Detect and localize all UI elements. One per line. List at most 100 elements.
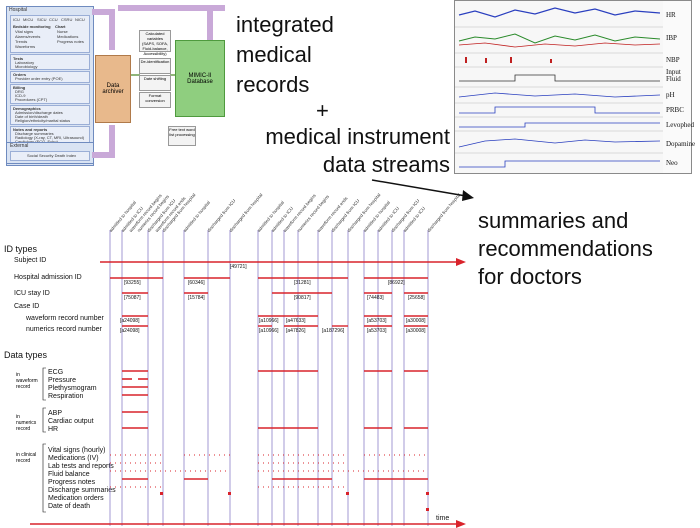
dopamine-trace — [458, 138, 661, 148]
tests-title: Tests — [13, 56, 24, 61]
row-abp: ABP — [48, 410, 63, 417]
chart-item: Nurse — [57, 29, 68, 34]
trace-label-ibp: IBP — [666, 34, 677, 42]
trace-label-input-fluid: Input Fluid — [666, 68, 681, 83]
billing-title: Billing — [13, 85, 26, 90]
input-fluid-trace — [459, 74, 660, 82]
numerics-id-value: [a24098] — [120, 328, 140, 334]
external-label: External — [10, 143, 29, 149]
icu-label: ICU — [13, 17, 20, 22]
neo-trace — [459, 160, 660, 168]
orders-box: Orders Provider order entry (POE) — [10, 71, 90, 83]
row-vital-signs: Vital signs (hourly) — [48, 447, 106, 454]
icu-tab-2: SICU — [37, 17, 47, 22]
bedside-item: Vital signs — [15, 29, 34, 34]
billing-item: Procedures (CPT) — [15, 97, 48, 102]
demographics-item: Date of birth/death — [15, 114, 48, 119]
ssdi-box: Social Security Death Index — [10, 151, 90, 161]
architecture-arrows — [92, 5, 225, 158]
notes-item: Radiology (X-ray, CT, MRI, Ultrasound) — [15, 135, 85, 140]
headline-plus: + — [316, 98, 329, 123]
icu-id-value: [25658] — [408, 295, 425, 301]
ph-trace — [458, 92, 661, 98]
trace-label-neo: Neo — [666, 159, 678, 167]
headline-line-3: records — [236, 72, 310, 97]
tests-item: Laboratory — [15, 60, 35, 65]
arrow-head-icon — [462, 190, 474, 201]
waveform-id-value: [a47633] — [286, 318, 306, 324]
icu-id-value: [75087] — [124, 295, 141, 301]
row-medications: Medications (IV) — [48, 455, 99, 462]
numerics-id-value: [a47826] — [286, 328, 306, 334]
waveform-id-value: [a24098] — [120, 318, 140, 324]
bedside-item: Trends — [15, 39, 28, 44]
demographics-title: Demographics — [13, 106, 41, 111]
headline-line-5: data streams — [322, 152, 450, 177]
arrow-head-icon — [456, 258, 466, 266]
trace-label-hr: HR — [666, 11, 676, 19]
row-respiration: Respiration — [48, 393, 84, 400]
waveform-id-value: [a10966] — [259, 318, 279, 324]
row-fluid-balance: Fluid balance — [48, 471, 90, 478]
data-archiver-box: Data archiver — [95, 55, 131, 123]
waveform-data-bars — [122, 370, 428, 396]
summary-line-3: for doctors — [478, 264, 582, 289]
group-numerics: in numerics record — [16, 414, 37, 432]
bedside-item: Waveforms — [15, 44, 36, 49]
icu-tab-4: CSRU — [61, 17, 73, 22]
event-lines — [109, 230, 429, 526]
summary-line-1: summaries and — [478, 208, 629, 233]
icu-tab-1: MICU — [23, 17, 34, 22]
demographics-item: Religion/ethnicity/marital status — [15, 118, 71, 123]
instrument-traces — [455, 1, 663, 173]
hadm-id-value: [93255] — [124, 280, 141, 286]
row-date-of-death: Date of death — [48, 503, 91, 510]
section-data-types: Data types — [4, 350, 48, 360]
trace-label-levophed: Levophed — [666, 121, 694, 129]
row-cardiac-output: Cardiac output — [48, 418, 94, 425]
notes-item: Cardiology (ECG, Echo) — [15, 139, 58, 144]
chart-title: Chart — [55, 24, 66, 29]
clinical-markers — [160, 492, 429, 511]
process-box: Format conversion — [139, 92, 171, 108]
chart-item: Medications — [57, 34, 79, 39]
process-box: De-identification — [139, 58, 171, 74]
hadm-id-value: [60346] — [188, 280, 205, 286]
arrow-icon — [92, 9, 115, 50]
icu-id-value: [74483] — [367, 295, 384, 301]
row-plethysmogram: Plethysmogram — [48, 385, 97, 392]
billing-item: DRG — [15, 89, 24, 94]
levophed-trace — [459, 122, 660, 128]
bedside-title: Bedside monitoring — [13, 24, 51, 29]
row-hr: HR — [48, 426, 59, 433]
numerics-id-value: [a187296] — [322, 328, 345, 334]
group-waveform: in waveform record — [16, 372, 38, 390]
icu-tab-3: CCU — [49, 17, 58, 22]
numerics-id-value: [a10966] — [259, 328, 279, 334]
waveform-id-value: [a30008] — [406, 318, 426, 324]
icu-tab-5: NICU — [75, 17, 85, 22]
billing-box: Billing DRG ICD-9 Procedures (CPT) — [10, 84, 90, 104]
headline-line-2: medical — [236, 42, 312, 67]
group-clinical: in clinical record — [16, 452, 37, 464]
row-numerics-record: numerics record number — [26, 326, 102, 333]
demographics-box: Demographics Admission/discharge dates D… — [10, 105, 90, 125]
hospital-label: Hospital — [9, 7, 28, 13]
arrow-icon — [92, 125, 115, 158]
row-subject-id: Subject ID — [14, 257, 47, 264]
instrument-strip: HR IBP NBP Input Fluid pH PRBC Levophed … — [454, 0, 695, 174]
tests-item: Microbiology — [15, 64, 38, 69]
prbc-trace — [459, 106, 660, 114]
hospital-panel: Hospital ICU MICU SICU CCU CSRU NICU Bed… — [6, 6, 94, 166]
ssdi-label: Social Security Death Index — [27, 153, 77, 158]
row-progress-notes: Progress notes — [48, 479, 96, 486]
mimic-database-box: MIMIC-II Database — [175, 40, 225, 117]
process-box: Date shifting — [139, 75, 171, 91]
external-panel: External Social Security Death Index — [6, 142, 94, 164]
time-label: time — [436, 515, 450, 522]
timeline-chart — [30, 230, 466, 528]
clinical-data-dots — [110, 454, 428, 488]
bedside-item: Alarms/events — [15, 34, 41, 39]
row-ecg: ECG — [48, 369, 64, 376]
row-icu-stay-id: ICU stay ID — [14, 290, 50, 297]
